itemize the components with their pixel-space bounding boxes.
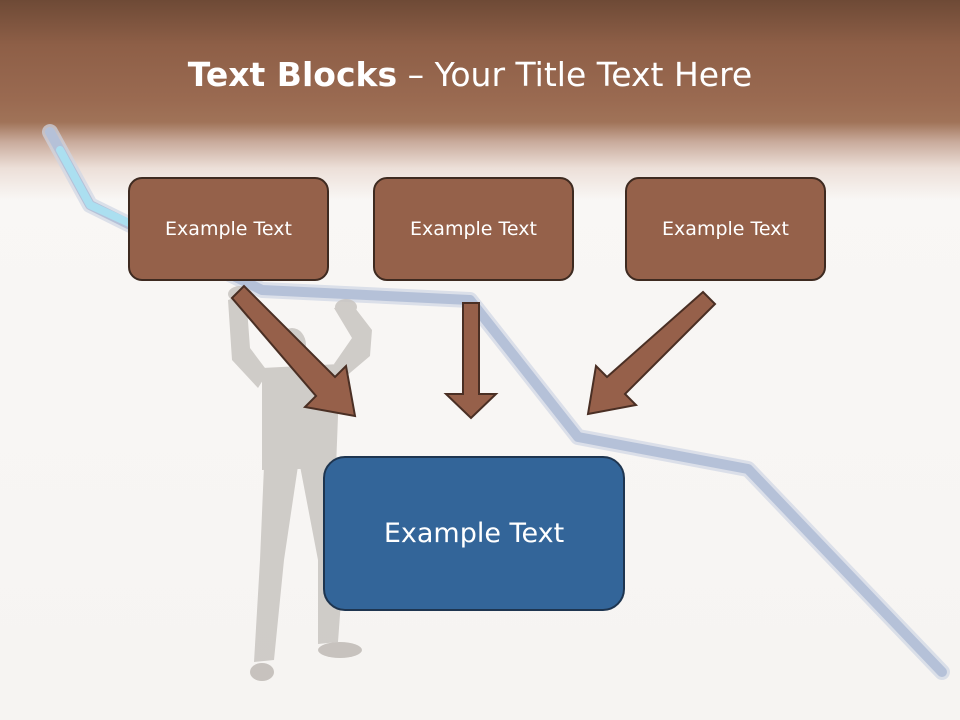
text-block-main-label: Example Text bbox=[383, 518, 565, 549]
arrow-right-diagonal-icon bbox=[586, 290, 717, 416]
slide-title: Text Blocks – Your Title Text Here bbox=[0, 52, 940, 98]
title-rest: Your Title Text Here bbox=[434, 55, 753, 94]
text-block-2: Example Text bbox=[373, 177, 574, 281]
text-block-3: Example Text bbox=[625, 177, 826, 281]
header-band bbox=[0, 0, 960, 200]
text-block-1-label: Example Text bbox=[165, 218, 292, 240]
text-block-3-label: Example Text bbox=[662, 218, 789, 240]
title-dash: – bbox=[407, 55, 425, 94]
text-block-1: Example Text bbox=[128, 177, 329, 281]
arrow-left-diagonal-icon bbox=[230, 284, 357, 418]
text-block-2-label: Example Text bbox=[410, 218, 537, 240]
text-block-main: Example Text bbox=[323, 456, 625, 611]
arrow-down-icon bbox=[443, 302, 499, 420]
title-bold-part: Text Blocks bbox=[187, 55, 398, 94]
declining-trend-line-icon bbox=[42, 124, 950, 680]
